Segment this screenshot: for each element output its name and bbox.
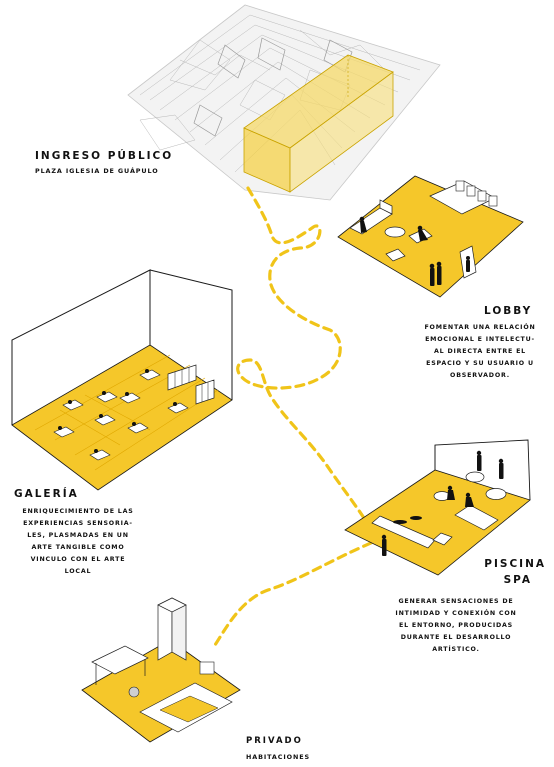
lobby-desc-line: EMOCIONAL E INTELECTU-	[425, 336, 535, 343]
lobby-description: FOMENTAR UNA RELACIÓN EMOCIONAL E INTELE…	[410, 322, 550, 382]
ingreso-subtitle: PLAZA IGLESIA DE GUÁPULO	[35, 167, 159, 175]
privado-title: PRIVADO	[246, 736, 303, 746]
piscina-desc-line: GENERAR SENSACIONES DE	[398, 598, 514, 605]
galeria-desc-line: LES, PLASMADAS EN UN	[27, 532, 129, 539]
lobby-desc-line: AL DIRECTA ENTRE EL	[433, 348, 526, 355]
piscina-desc-line: DURANTE EL DESARROLLO	[400, 634, 512, 641]
lobby-drawing	[337, 175, 524, 298]
galeria-desc-line: LOCAL	[64, 568, 92, 575]
galeria-desc-line: VINCULO CON EL ARTE	[30, 556, 126, 563]
privado-subtitle: HABITACIONES	[246, 753, 310, 761]
galeria-description: ENRIQUECIMIENTO DE LAS EXPERIENCIAS SENS…	[8, 506, 148, 578]
lobby-desc-line: OBSERVADOR.	[450, 372, 510, 379]
project-volume	[243, 54, 394, 193]
galeria-title: GALERÍA	[14, 488, 79, 500]
piscina-desc-line: EL ENTORNO, PRODUCIDAS	[399, 622, 513, 629]
spa-title: SPA	[503, 574, 532, 586]
circulation-path	[213, 186, 381, 647]
lobby-title: LOBBY	[484, 305, 533, 317]
piscina-desc-line: ARTÍSTICO.	[432, 646, 480, 653]
spa-drawing	[344, 439, 531, 576]
lobby-desc-line: ESPACIO Y SU USUARIO U	[426, 360, 534, 367]
galeria-desc-line: ARTE TANGIBLE COMO	[31, 544, 125, 551]
galeria-desc-line: ENRIQUECIMIENTO DE LAS	[22, 508, 134, 515]
galeria-desc-line: EXPERIENCIAS SENSORIA-	[23, 520, 133, 527]
piscina-title: PISCINA	[484, 558, 546, 570]
ingreso-title: INGRESO PÚBLICO	[35, 150, 174, 162]
galeria-drawing	[11, 269, 233, 491]
piscina-description: GENERAR SENSACIONES DE INTIMIDAD Y CONEX…	[376, 596, 536, 656]
privado-drawing	[81, 597, 241, 743]
lobby-desc-line: FOMENTAR UNA RELACIÓN	[424, 324, 536, 331]
piscina-desc-line: INTIMIDAD Y CONEXIÓN CON	[395, 610, 517, 617]
